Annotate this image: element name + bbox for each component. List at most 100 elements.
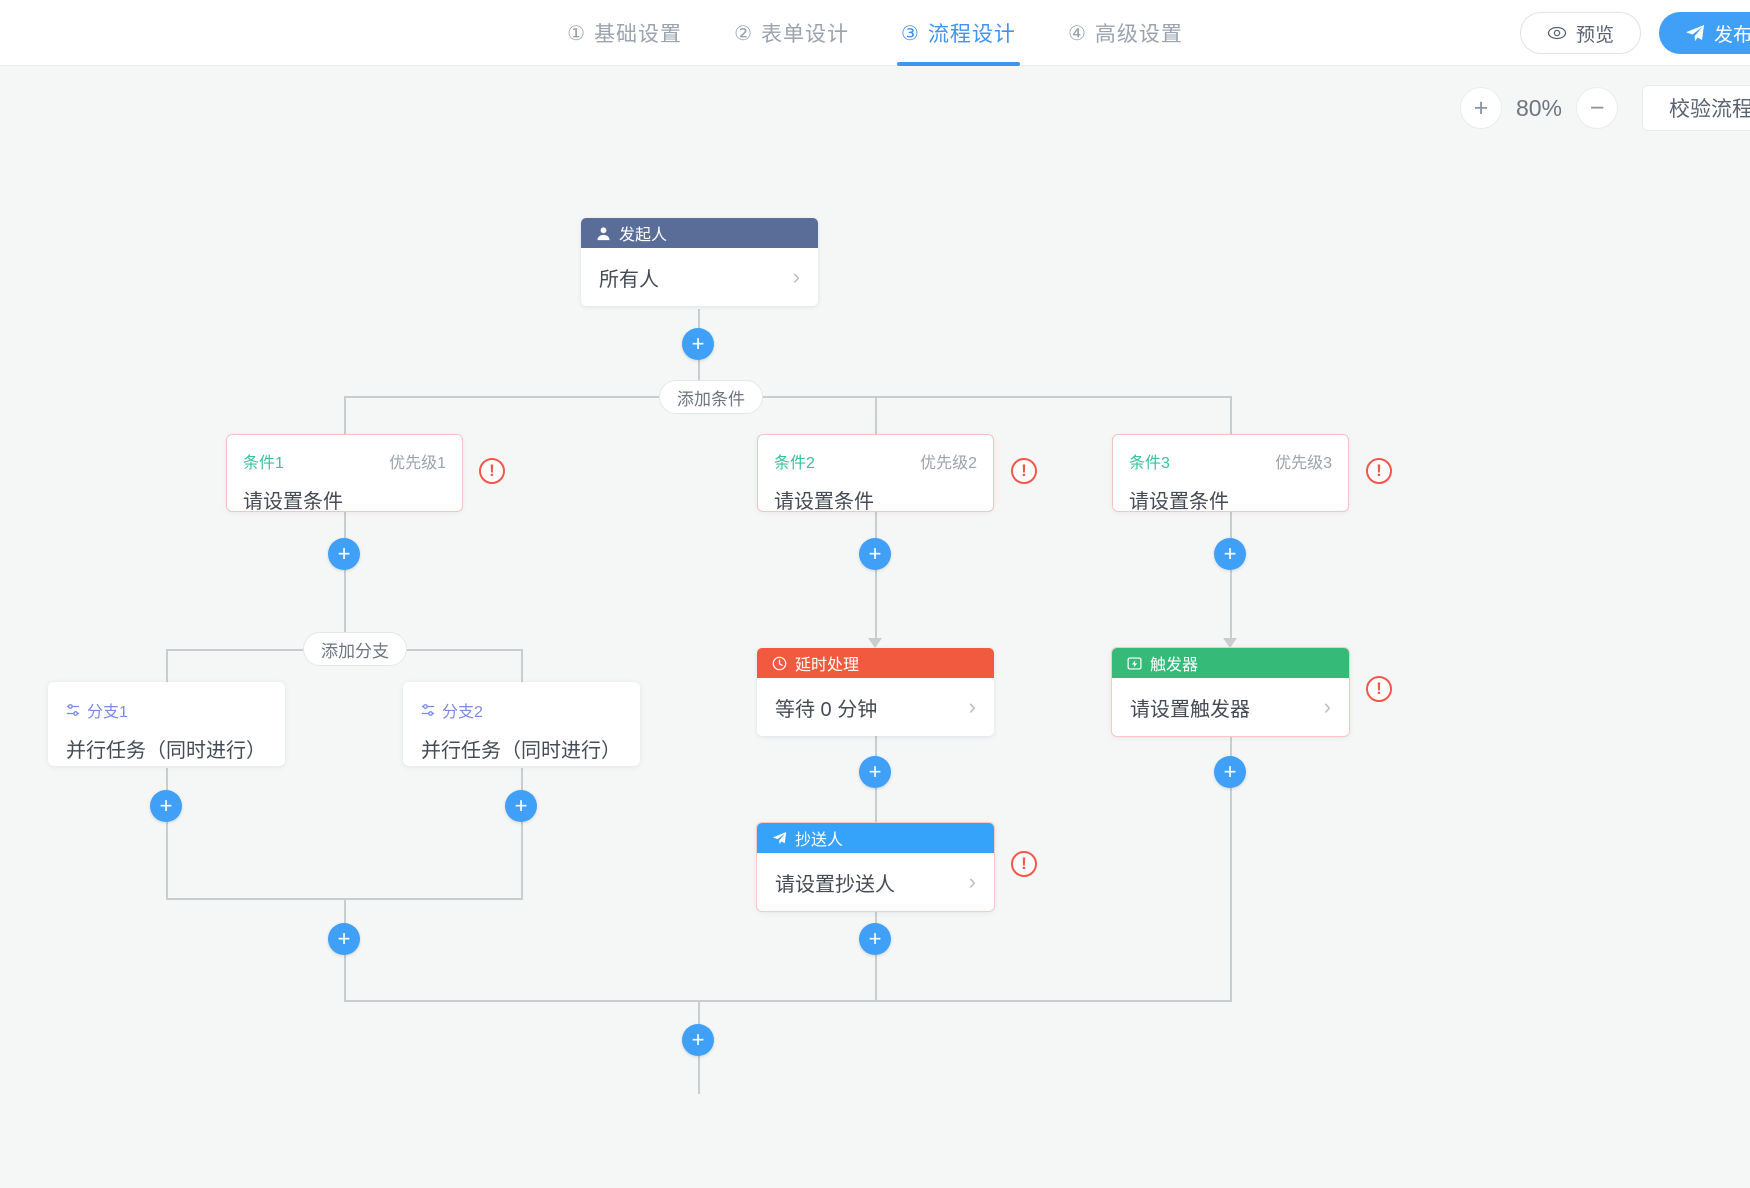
tab-form-design[interactable]: ② 表单设计 xyxy=(708,0,875,66)
initiator-title: 发起人 xyxy=(619,227,668,244)
condition-3-header: 条件3 优先级3 xyxy=(1129,449,1332,473)
delay-card[interactable]: 延时处理 等待 0 分钟 › xyxy=(757,648,994,736)
node-condition-1[interactable]: 条件1 优先级1 请设置条件 xyxy=(226,434,463,513)
condition-3-value: 请设置条件 xyxy=(1129,491,1229,513)
connector-col2-tail xyxy=(875,956,877,1002)
connector-branch1-leg xyxy=(166,822,168,900)
initiator-card-body[interactable]: 所有人 › xyxy=(581,248,818,306)
delay-card-body[interactable]: 等待 0 分钟 › xyxy=(757,678,994,736)
publish-button-label: 发布 xyxy=(1713,24,1750,46)
node-cc[interactable]: 抄送人 请设置抄送人 › xyxy=(757,823,994,911)
condition-1-header: 条件1 优先级1 xyxy=(243,449,446,473)
branch-icon xyxy=(421,703,436,718)
cc-value: 请设置抄送人 xyxy=(775,873,895,896)
add-node-button-flow-end[interactable]: + xyxy=(682,1024,714,1056)
tab-process-design-number: ③ xyxy=(901,22,920,45)
tab-advanced-settings[interactable]: ④ 高级设置 xyxy=(1042,0,1209,66)
condition-2-value: 请设置条件 xyxy=(774,491,874,513)
condition-3-card[interactable]: 条件3 优先级3 请设置条件 xyxy=(1112,434,1349,513)
add-node-button-after-trigger[interactable]: + xyxy=(1214,756,1246,788)
step-tabs: ① 基础设置 ② 表单设计 ③ 流程设计 ④ 高级设置 xyxy=(0,0,1750,66)
tab-process-design[interactable]: ③ 流程设计 xyxy=(875,0,1042,66)
branch-1-card[interactable]: 分支1 并行任务（同时进行） xyxy=(48,682,285,766)
condition-3-error-badge[interactable]: ! xyxy=(1366,458,1392,484)
trigger-value: 请设置触发器 xyxy=(1130,698,1250,721)
trigger-card[interactable]: 触发器 请设置触发器 › xyxy=(1112,648,1349,736)
condition-2-header: 条件2 优先级2 xyxy=(774,449,977,473)
tab-advanced-settings-number: ④ xyxy=(1067,22,1087,45)
cc-card[interactable]: 抄送人 请设置抄送人 › xyxy=(757,823,994,911)
validate-process-button[interactable]: 校验流程 xyxy=(1642,85,1750,131)
condition-3-priority: 优先级3 xyxy=(1275,455,1332,472)
connector-col1-tail xyxy=(344,952,346,1002)
zoom-toolbar: + 80% − 校验流程 xyxy=(1460,85,1750,131)
tab-basic-settings-label: 基础设置 xyxy=(594,23,683,46)
condition-2-card[interactable]: 条件2 优先级2 请设置条件 xyxy=(757,434,994,513)
app-header: ① 基础设置 ② 表单设计 ③ 流程设计 ④ 高级设置 预览 发布 xyxy=(0,0,1750,66)
eye-icon xyxy=(1547,23,1567,43)
delay-title: 延时处理 xyxy=(795,657,860,674)
initiator-card[interactable]: 发起人 所有人 › xyxy=(581,218,818,306)
trigger-card-header: 触发器 xyxy=(1112,648,1349,678)
add-node-button-after-condition-3[interactable]: + xyxy=(1214,538,1246,570)
trigger-icon xyxy=(1127,656,1142,671)
branch-2-header: 分支2 xyxy=(421,698,622,722)
publish-button[interactable]: 发布 xyxy=(1658,12,1750,54)
add-node-button-after-delay[interactable]: + xyxy=(859,756,891,788)
delay-card-header: 延时处理 xyxy=(757,648,994,678)
node-trigger[interactable]: 触发器 请设置触发器 › xyxy=(1112,648,1349,736)
zoom-in-button[interactable]: + xyxy=(1460,87,1502,129)
trigger-title: 触发器 xyxy=(1150,657,1199,674)
connector-cond3-to-trigger xyxy=(1230,571,1232,645)
add-node-button-after-branch-1[interactable]: + xyxy=(150,790,182,822)
trigger-card-body[interactable]: 请设置触发器 › xyxy=(1112,678,1349,736)
connector-cond2-to-delay xyxy=(875,571,877,645)
branch-2-card[interactable]: 分支2 并行任务（同时进行） xyxy=(403,682,640,766)
add-node-button-after-branch-2[interactable]: + xyxy=(505,790,537,822)
node-branch-2[interactable]: 分支2 并行任务（同时进行） xyxy=(403,682,640,766)
connector-drop-cond3 xyxy=(1230,396,1232,440)
cc-card-header: 抄送人 xyxy=(757,823,994,853)
condition-1-name: 条件1 xyxy=(243,455,284,472)
condition-1-error-badge[interactable]: ! xyxy=(479,458,505,484)
add-branch-button[interactable]: 添加分支 xyxy=(303,632,407,666)
cc-error-badge[interactable]: ! xyxy=(1011,851,1037,877)
tab-form-design-number: ② xyxy=(734,22,753,45)
trigger-error-badge[interactable]: ! xyxy=(1366,676,1392,702)
branch-1-value: 并行任务（同时进行） xyxy=(66,740,266,762)
add-node-button-after-cc[interactable]: + xyxy=(859,923,891,955)
connector-drop-branch1 xyxy=(166,649,168,694)
add-node-button-after-branch-merge[interactable]: + xyxy=(328,923,360,955)
zoom-out-button[interactable]: − xyxy=(1576,87,1618,129)
condition-2-name: 条件2 xyxy=(774,455,815,472)
preview-button[interactable]: 预览 xyxy=(1519,12,1641,54)
cc-card-body[interactable]: 请设置抄送人 › xyxy=(757,853,994,911)
delay-value: 等待 0 分钟 xyxy=(775,698,878,721)
branch-1-name: 分支1 xyxy=(87,704,128,721)
connector-condition-split xyxy=(344,396,1232,398)
node-branch-1[interactable]: 分支1 并行任务（同时进行） xyxy=(48,682,285,766)
preview-button-label: 预览 xyxy=(1575,24,1614,46)
connector-drop-branch2 xyxy=(521,649,523,694)
connector-plus-to-cc xyxy=(875,788,877,844)
add-node-button-after-initiator[interactable]: + xyxy=(682,328,714,360)
condition-2-error-badge[interactable]: ! xyxy=(1011,458,1037,484)
condition-1-value: 请设置条件 xyxy=(243,491,343,513)
node-delay[interactable]: 延时处理 等待 0 分钟 › xyxy=(757,648,994,736)
add-condition-button[interactable]: 添加条件 xyxy=(659,380,763,414)
add-node-button-after-condition-1[interactable]: + xyxy=(328,538,360,570)
branch-2-name: 分支2 xyxy=(442,704,483,721)
tab-basic-settings[interactable]: ① 基础设置 xyxy=(541,0,708,66)
zoom-level-value: 80% xyxy=(1515,94,1563,121)
node-initiator[interactable]: 发起人 所有人 › xyxy=(581,218,818,306)
clock-icon xyxy=(772,656,787,671)
condition-1-card[interactable]: 条件1 优先级1 请设置条件 xyxy=(226,434,463,513)
send-icon xyxy=(772,831,787,846)
connector-cond1-to-branchbar xyxy=(344,571,346,649)
flow-canvas[interactable]: 发起人 所有人 › + 添加条件 条件1 优先级1 请设置条件 ! + 条件2 … xyxy=(0,66,1750,1188)
node-condition-2[interactable]: 条件2 优先级2 请设置条件 xyxy=(757,434,994,513)
add-node-button-after-condition-2[interactable]: + xyxy=(859,538,891,570)
node-condition-3[interactable]: 条件3 优先级3 请设置条件 xyxy=(1112,434,1349,513)
initiator-card-header: 发起人 xyxy=(581,218,818,248)
condition-2-priority: 优先级2 xyxy=(920,455,977,472)
